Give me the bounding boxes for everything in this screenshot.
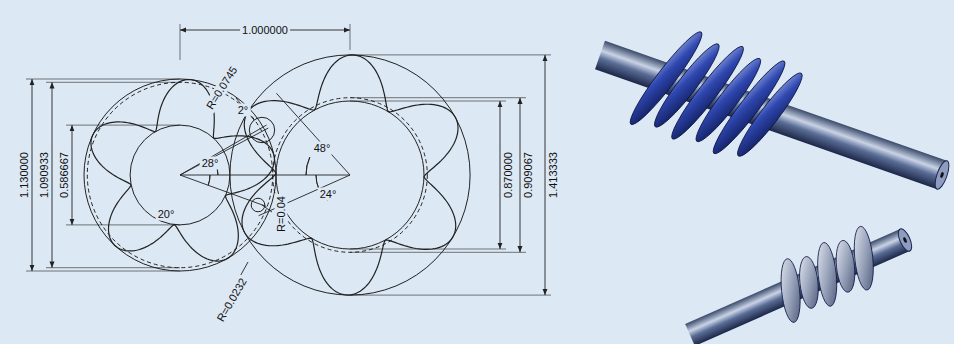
extension-line (350, 101, 506, 102)
dimension-label: 1.000000 (240, 24, 290, 37)
dimension-label: 1.090933 (38, 150, 51, 200)
dimension-label: R=0.0232 (213, 274, 250, 326)
construction-line (259, 175, 350, 216)
extension-line (180, 24, 181, 60)
extension-line (350, 252, 526, 253)
extension-line (66, 224, 180, 225)
rotor-render (581, 0, 954, 344)
dimension-label: 0.909067 (522, 150, 535, 200)
extension-line (46, 82, 180, 83)
extension-line (350, 54, 551, 55)
dimension-line (52, 82, 53, 267)
leader-line (236, 98, 254, 120)
male-rotor-profile (91, 80, 274, 262)
dimension-line (72, 125, 73, 225)
leader-line (262, 205, 272, 212)
dimension-label: 0.870000 (502, 150, 515, 200)
construction-line (180, 125, 267, 175)
extension-line (26, 79, 180, 80)
extension-line (26, 271, 180, 272)
dimension-label: 20° (156, 208, 177, 221)
dimension-line (500, 101, 501, 249)
extension-line (350, 24, 351, 50)
profile-drawing (26, 24, 551, 295)
construction-line (180, 175, 350, 176)
extension-line (350, 295, 551, 296)
helical-lobe (778, 258, 802, 323)
helical-lobe (852, 225, 876, 290)
shaft-hole (940, 172, 945, 179)
extension-line (350, 97, 526, 98)
dimension-label: 1.130000 (18, 150, 31, 200)
dimension-label: 2° (236, 104, 251, 117)
shaft-end (932, 159, 951, 191)
male-rotor-render (677, 208, 923, 344)
shaft-end (896, 227, 915, 253)
extension-line (46, 267, 180, 268)
angle-arc (306, 157, 310, 175)
dimension-label: R=0.04 (275, 194, 288, 234)
angle-arc (208, 175, 210, 185)
radius-circle (249, 117, 274, 142)
helical-lobe (815, 242, 839, 307)
dimension-label: 1.413333 (547, 150, 560, 200)
dimension-label: 48° (312, 142, 333, 155)
shaft (595, 41, 947, 189)
dimension-label: 0.586667 (58, 150, 71, 200)
construction-line (180, 175, 266, 206)
construction-line (180, 128, 268, 175)
female-rotor-render (581, 0, 954, 231)
dimension-line (520, 98, 521, 253)
dimension-label: 24° (318, 188, 339, 201)
helical-lobe (797, 256, 820, 310)
dimension-line (32, 79, 33, 271)
dimension-label: 28° (200, 157, 221, 170)
construction-line (276, 93, 350, 175)
dimension-line (545, 55, 546, 295)
shaft-hole (902, 237, 907, 244)
shaft (685, 229, 910, 344)
extension-line (66, 125, 180, 126)
helical-lobe (731, 68, 808, 162)
helical-lobe (834, 240, 857, 294)
extension-line (350, 249, 506, 250)
